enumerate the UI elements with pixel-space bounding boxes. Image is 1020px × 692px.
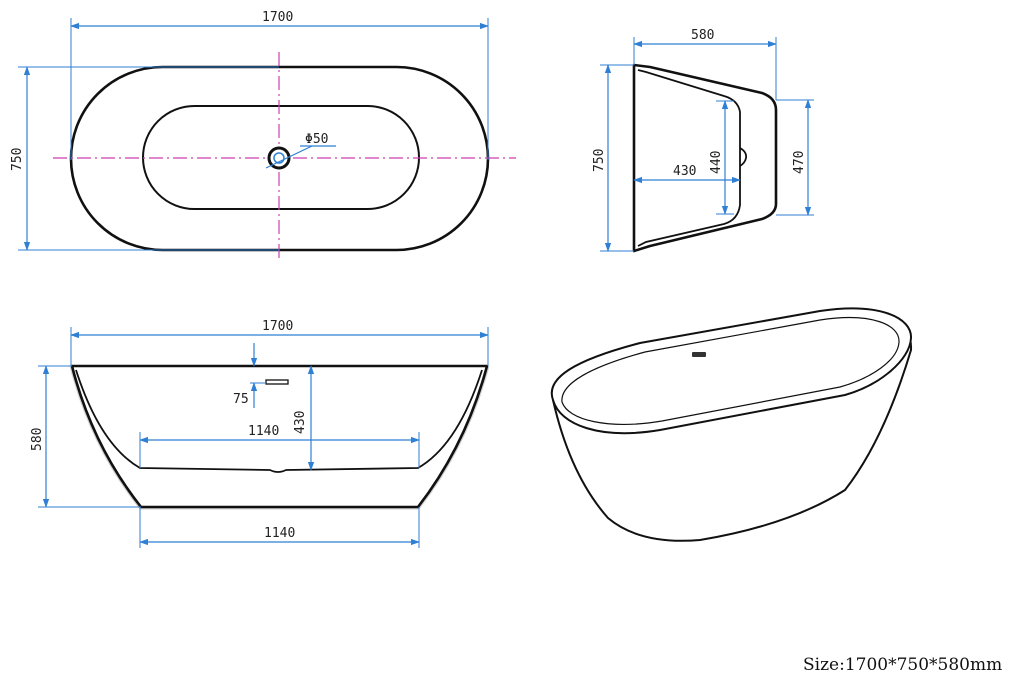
- front-view-inner-basin: [75, 369, 483, 473]
- top-width-label: 750: [10, 148, 25, 171]
- front-view: 1700 580 75 430 1140 1140: [30, 319, 490, 548]
- side-height-label: 750: [592, 149, 607, 172]
- side-inner-height-label: 440: [709, 151, 724, 174]
- side-view: 580 750 430 440 470: [592, 28, 814, 253]
- overflow-offset-label: 75: [233, 392, 249, 407]
- front-length-label: 1700: [262, 319, 293, 334]
- side-inner-width-label: 430: [673, 164, 696, 179]
- perspective-overflow-icon: [692, 352, 706, 357]
- drain-diameter-leader: [265, 145, 313, 169]
- side-depth-label: 580: [691, 28, 714, 43]
- side-view-inner-wall: [637, 69, 741, 247]
- side-right-height-label: 470: [792, 151, 807, 174]
- overflow-slot-icon: [265, 379, 289, 385]
- front-base-length-label: 1140: [264, 526, 295, 541]
- drain-diameter-label: Φ50: [305, 132, 328, 147]
- perspective-rim: [550, 307, 913, 435]
- size-caption: Size:1700*750*580mm: [803, 655, 1003, 675]
- front-height-label: 580: [30, 428, 45, 451]
- drain-icon: [267, 146, 291, 170]
- front-inner-length-label: 1140: [248, 424, 279, 439]
- side-view-outline: [632, 63, 778, 253]
- side-view-overflow-notch: [739, 147, 748, 167]
- front-inner-depth-label: 430: [293, 411, 308, 434]
- perspective-view: [550, 307, 913, 542]
- top-length-label: 1700: [262, 10, 293, 25]
- top-view: Φ50 1700 750: [10, 10, 516, 262]
- perspective-rim-inner: [561, 317, 900, 425]
- front-view-outline: [70, 364, 489, 509]
